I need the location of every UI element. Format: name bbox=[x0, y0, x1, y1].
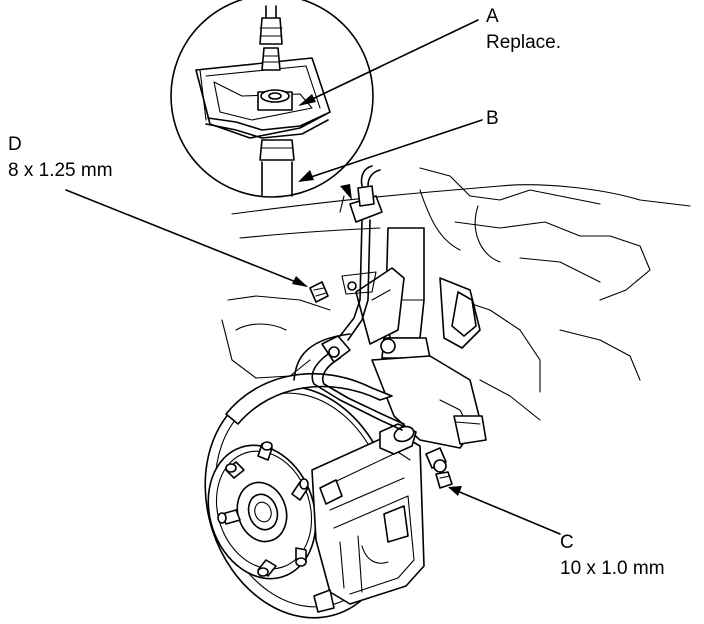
wheel-stud bbox=[291, 478, 309, 501]
wheel-stud bbox=[225, 461, 245, 479]
callout-a-note: Replace. bbox=[486, 32, 561, 53]
detail-inset bbox=[170, 0, 374, 198]
hose-bracket bbox=[339, 165, 383, 223]
arrowhead-d bbox=[292, 276, 308, 287]
wheel-stud bbox=[217, 509, 241, 525]
brake-hose bbox=[293, 219, 405, 431]
wheel-stud bbox=[295, 547, 307, 567]
callout-c-letter: C bbox=[560, 532, 574, 553]
callout-d-spec: 8 x 1.25 mm bbox=[8, 160, 113, 181]
callout-c: C 10 x 1.0 mm bbox=[560, 532, 665, 579]
wheel-hub bbox=[236, 481, 288, 543]
callout-b-letter: B bbox=[486, 108, 499, 129]
callout-b: B bbox=[486, 108, 499, 129]
leader-line-d bbox=[65, 189, 307, 287]
wheel-stud bbox=[257, 441, 273, 461]
callout-a: A Replace. bbox=[486, 6, 561, 53]
strut-assembly bbox=[341, 227, 481, 359]
steering-knuckle bbox=[371, 355, 487, 449]
callout-c-spec: 10 x 1.0 mm bbox=[560, 558, 665, 579]
arrowhead-c bbox=[448, 486, 462, 496]
leader-line-c bbox=[449, 487, 561, 535]
arrowheads bbox=[292, 94, 462, 496]
leader-line-b bbox=[301, 119, 483, 181]
callout-d: D 8 x 1.25 mm bbox=[8, 134, 113, 181]
leader-line-a bbox=[301, 19, 479, 105]
bracket-bolt bbox=[309, 281, 329, 303]
arrowhead-b bbox=[298, 170, 314, 182]
arrowhead-hose-top bbox=[340, 184, 352, 200]
callout-d-letter: D bbox=[8, 134, 22, 155]
caliper-mounting-bolt bbox=[425, 447, 453, 489]
wheel-stud bbox=[257, 559, 277, 577]
brake-caliper bbox=[311, 423, 425, 613]
wheel-studs bbox=[217, 441, 309, 577]
leader-lines bbox=[65, 19, 561, 535]
arrowhead-a bbox=[298, 94, 316, 106]
callout-a-letter: A bbox=[486, 6, 499, 27]
